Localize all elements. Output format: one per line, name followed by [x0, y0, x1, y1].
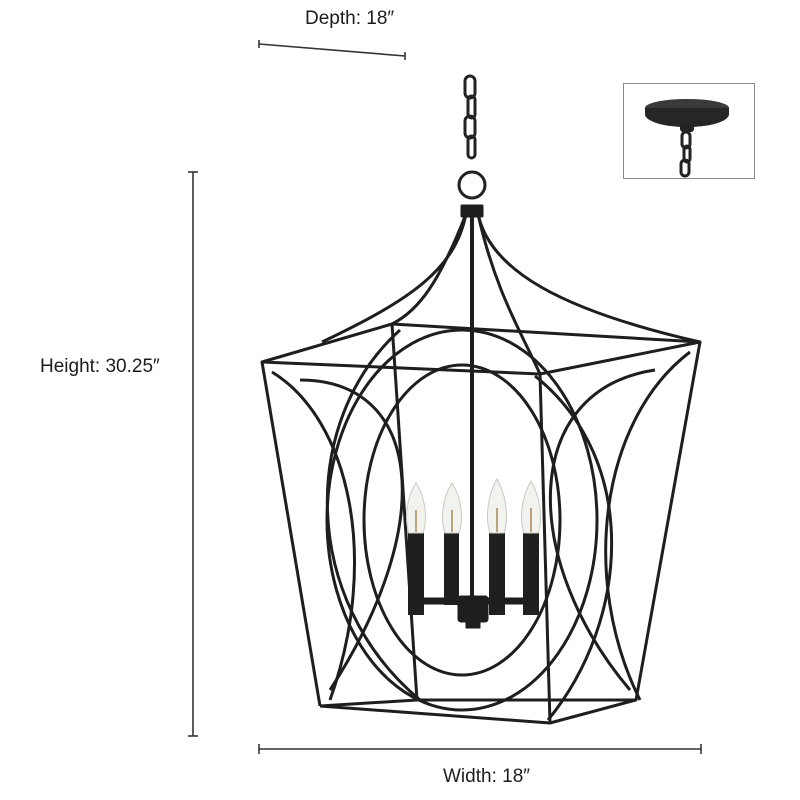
- candle-3: [487, 478, 507, 615]
- candles: [406, 478, 541, 615]
- canopy-detail-inset: [623, 83, 755, 179]
- ceiling-canopy-icon: [645, 99, 729, 178]
- candle-4: [521, 480, 541, 615]
- candle-1: [406, 482, 426, 615]
- width-dimension-line: [258, 744, 702, 754]
- depth-label: Depth: 18″: [305, 8, 395, 29]
- candle-arms: [411, 595, 535, 629]
- chain-icon: [457, 74, 487, 200]
- width-label: Width: 18″: [443, 766, 530, 787]
- lantern-cage: [260, 204, 702, 725]
- depth-dimension-line: [258, 40, 406, 60]
- height-label: Height: 30.25″: [40, 356, 160, 377]
- candle-2: [442, 482, 462, 605]
- height-dimension-line: [188, 171, 198, 737]
